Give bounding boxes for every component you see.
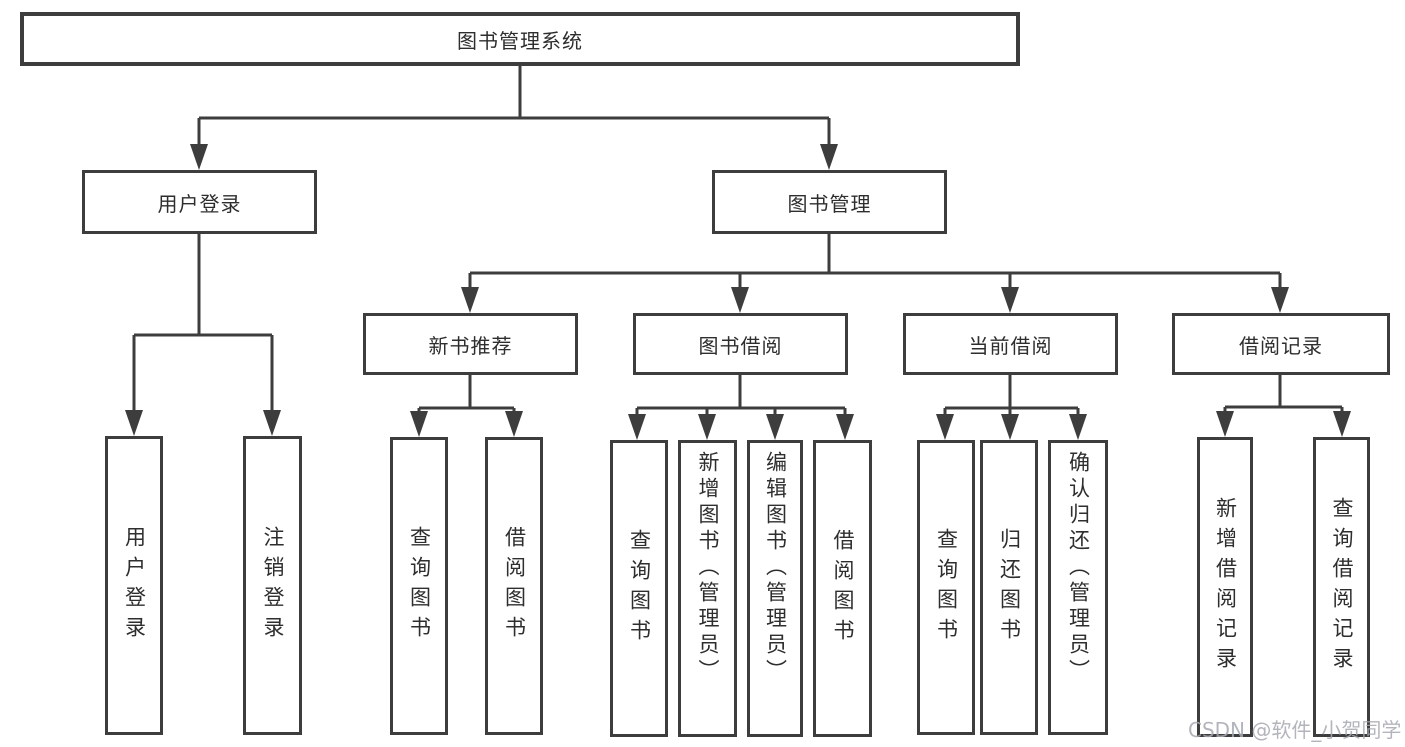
leaf-logout: 注销登录 — [243, 436, 302, 735]
arrow-icon — [410, 411, 428, 437]
node-label: 图书管理系统 — [457, 28, 583, 53]
arrow-icon — [190, 144, 208, 170]
leaf-label: 查询图书 — [407, 526, 432, 646]
leaf-return-books: 归还图书 — [980, 440, 1038, 735]
node-label: 用户登录 — [157, 191, 242, 216]
leaf-borrow-books: 借阅图书 — [813, 440, 872, 737]
node-user-login: 用户登录 — [82, 170, 317, 234]
node-label: 图书管理 — [787, 191, 872, 216]
arrow-icon — [936, 414, 954, 440]
connector-current-borrow-to-children — [943, 375, 1080, 416]
node-borrowing-records: 借阅记录 — [1172, 313, 1390, 375]
connector-user-login-to-children — [132, 234, 274, 412]
arrow-icon — [125, 410, 143, 436]
leaf-label: 借阅图书 — [502, 526, 527, 646]
connector-new-book-to-children — [417, 375, 516, 413]
leaf-user-login: 用户登录 — [105, 436, 163, 735]
leaf-label: 注销登录 — [261, 525, 285, 646]
leaf-query-borrow-record: 查询借阅记录 — [1313, 437, 1370, 737]
node-book-borrowing: 图书借阅 — [633, 313, 848, 375]
connector-root-to-level2 — [197, 66, 831, 146]
leaf-label: 借阅图书 — [831, 528, 855, 649]
arrow-icon — [461, 287, 479, 313]
arrowheads — [125, 144, 1351, 440]
arrow-icon — [1333, 411, 1351, 437]
connector-records-to-children — [1223, 375, 1344, 413]
node-current-borrowing: 当前借阅 — [903, 313, 1118, 375]
node-book-management: 图书管理 — [712, 170, 947, 234]
node-label: 当前借阅 — [968, 333, 1053, 358]
arrow-icon — [836, 414, 854, 440]
arrow-icon — [628, 414, 646, 440]
watermark: CSDN @软件_小贺同学 — [1188, 718, 1402, 742]
arrow-icon — [731, 287, 749, 313]
leaf-confirm-return-admin: 确认归还（管理员） — [1048, 440, 1108, 735]
leaf-borrow-books-recommendation: 借阅图书 — [485, 437, 543, 735]
leaf-label: 查询图书 — [627, 528, 652, 649]
arrow-icon — [1216, 411, 1234, 437]
leaf-edit-books-admin: 编辑图书（管理员） — [747, 440, 803, 737]
leaf-label: 用户登录 — [122, 525, 147, 646]
leaf-add-borrow-record: 新增借阅记录 — [1197, 437, 1253, 737]
connector-book-mgmt-to-level3 — [468, 234, 1282, 289]
arrow-icon — [766, 414, 784, 440]
leaf-label: 查询图书 — [934, 527, 959, 648]
arrow-icon — [820, 144, 838, 170]
arrow-icon — [505, 411, 523, 437]
arrow-icon — [1001, 287, 1019, 313]
leaf-add-books-admin: 新增图书（管理员） — [678, 440, 737, 737]
leaf-label: 确认归还（管理员） — [1066, 451, 1091, 685]
leaf-label: 新增借阅记录 — [1213, 497, 1238, 677]
leaf-label: 新增图书（管理员） — [696, 451, 720, 685]
arrow-icon — [1001, 414, 1019, 440]
node-label: 图书借阅 — [698, 333, 783, 358]
leaf-label: 归还图书 — [997, 527, 1022, 648]
arrow-icon — [263, 410, 281, 436]
leaf-query-books-current: 查询图书 — [917, 440, 975, 735]
arrow-icon — [1271, 287, 1289, 313]
node-library-system: 图书管理系统 — [20, 12, 1020, 66]
arrow-icon — [698, 414, 716, 440]
node-label: 新书推荐 — [428, 333, 513, 358]
leaf-label: 编辑图书（管理员） — [763, 451, 788, 685]
node-new-book-recommendation: 新书推荐 — [363, 313, 578, 375]
connector-book-borrow-to-children — [635, 375, 847, 416]
arrow-icon — [1069, 414, 1087, 440]
leaf-label: 查询借阅记录 — [1330, 497, 1354, 677]
leaf-query-books-recommendation: 查询图书 — [390, 437, 448, 735]
node-label: 借阅记录 — [1239, 333, 1323, 358]
leaf-query-books-borrowing: 查询图书 — [610, 440, 668, 737]
